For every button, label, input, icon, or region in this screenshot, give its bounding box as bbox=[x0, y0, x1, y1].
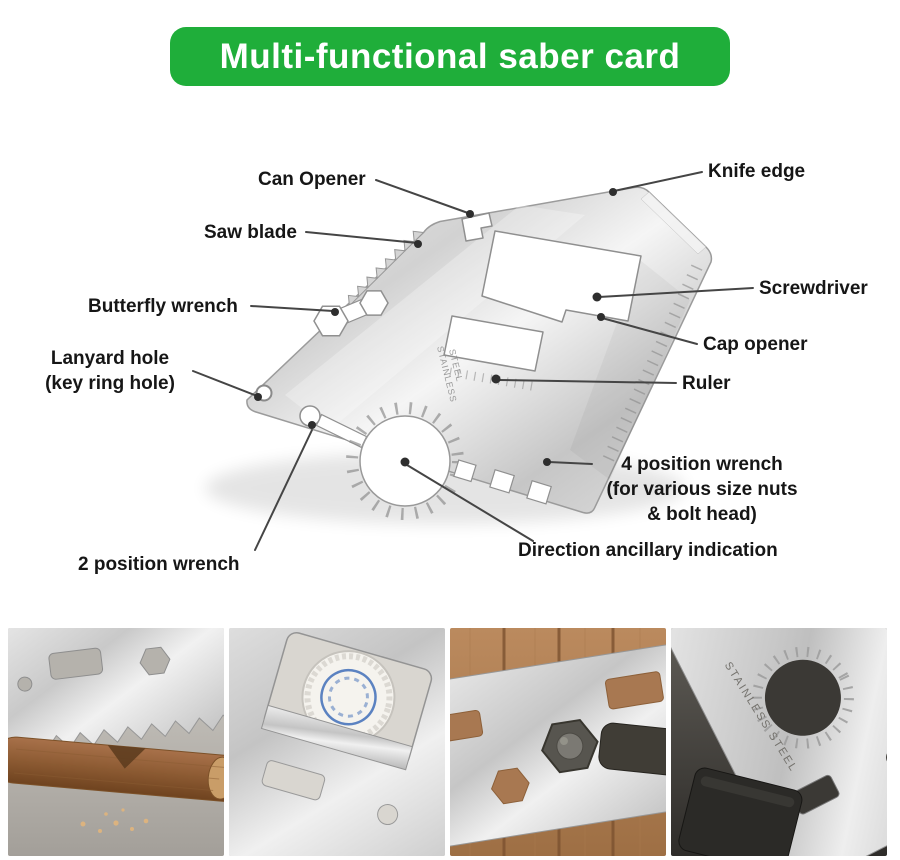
photo-saw-demo-illustration bbox=[8, 628, 224, 856]
photo-bolt-wrench-illustration bbox=[450, 628, 666, 856]
callout-lanyard-line2: (key ring hole) bbox=[45, 373, 175, 394]
wood-stick bbox=[8, 736, 224, 802]
callout-lanyard-line1: Lanyard hole bbox=[50, 348, 170, 369]
callout-dot-two-position bbox=[308, 421, 316, 429]
can-opener-notch bbox=[461, 212, 493, 242]
callout-dot-can-opener bbox=[466, 210, 474, 218]
edge-ruler-ticks bbox=[601, 264, 703, 465]
callout-dot-butterfly bbox=[331, 308, 339, 316]
photo-cap-opener-illustration bbox=[229, 628, 445, 856]
callout-dot-screwdriver bbox=[592, 292, 602, 302]
callout-lines bbox=[192, 171, 754, 551]
callout-line-lanyard bbox=[192, 370, 258, 397]
photo-closeup-illustration: STAINLESS STEEL bbox=[671, 628, 887, 856]
callout-line-direction bbox=[406, 464, 534, 542]
knife-edge-bevel bbox=[640, 191, 707, 255]
callout-dot-knife-edge bbox=[609, 188, 617, 196]
photo-closeup: STAINLESS STEEL bbox=[671, 628, 887, 856]
callout-dots bbox=[254, 188, 617, 467]
callout-line-cap-opener bbox=[601, 317, 698, 345]
title-banner: Multi-functional saber card bbox=[170, 27, 730, 86]
callout-dot-cap-opener bbox=[597, 313, 605, 321]
sawdust bbox=[80, 808, 149, 833]
wrench-card bbox=[450, 638, 666, 852]
callout-direction-indication: Direction ancillary indication bbox=[518, 540, 778, 561]
callout-line-knife-edge bbox=[613, 171, 703, 192]
demo-photo-strip: STAINLESS STEEL bbox=[8, 628, 887, 856]
callout-line-ruler bbox=[497, 379, 677, 384]
callout-four-position-line3: & bolt head) bbox=[647, 504, 757, 525]
callout-butterfly-wrench: Butterfly wrench bbox=[88, 296, 238, 317]
card-shade bbox=[570, 260, 690, 480]
center-cutout bbox=[443, 315, 544, 372]
tool-handle bbox=[598, 722, 666, 777]
callout-dot-lanyard bbox=[254, 393, 262, 401]
callout-line-saw-blade bbox=[305, 231, 418, 244]
callout-line-four-position bbox=[548, 461, 593, 465]
callout-screwdriver: Screwdriver bbox=[759, 278, 868, 299]
callout-cap-opener: Cap opener bbox=[703, 334, 808, 355]
callout-line-can-opener bbox=[375, 179, 469, 214]
callout-ruler: Ruler bbox=[682, 373, 731, 394]
photo-saw-demo bbox=[8, 628, 224, 856]
callout-line-butterfly bbox=[250, 305, 334, 312]
page-title: Multi-functional saber card bbox=[219, 36, 681, 76]
callout-two-position-wrench: 2 position wrench bbox=[78, 554, 240, 575]
opener-card bbox=[229, 628, 445, 856]
callout-dot-ruler bbox=[491, 374, 501, 384]
callout-line-two-position bbox=[254, 429, 313, 551]
closeup-card: STAINLESS STEEL bbox=[671, 628, 887, 856]
callout-dot-direction bbox=[400, 457, 410, 467]
multi-tool-cutout bbox=[481, 230, 642, 323]
callout-four-position-line1: 4 position wrench bbox=[621, 454, 783, 475]
callout-dot-saw-blade bbox=[414, 240, 422, 248]
callout-saw-blade: Saw blade bbox=[204, 222, 297, 243]
hex-bolt bbox=[541, 718, 599, 774]
photo-cap-opener-demo bbox=[229, 628, 445, 856]
saber-card-diagram: STAINLESS STEEL bbox=[192, 171, 754, 551]
butterfly-wrench-cutout bbox=[313, 290, 389, 337]
callout-line-screwdriver bbox=[598, 287, 754, 298]
callout-lanyard-hole: Lanyard hole (key ring hole) bbox=[30, 346, 190, 396]
photo-bolt-wrench-demo bbox=[450, 628, 666, 856]
saw-teeth bbox=[347, 230, 425, 307]
callout-four-position-line2: (for various size nuts bbox=[606, 479, 798, 500]
callout-knife-edge: Knife edge bbox=[708, 161, 806, 182]
wrench-notches bbox=[453, 459, 552, 505]
callout-can-opener: Can Opener bbox=[258, 169, 366, 190]
callout-four-position-wrench: 4 position wrench (for various size nuts… bbox=[596, 452, 808, 527]
pocket-clip bbox=[678, 767, 803, 856]
callout-dot-four-position bbox=[543, 458, 551, 466]
